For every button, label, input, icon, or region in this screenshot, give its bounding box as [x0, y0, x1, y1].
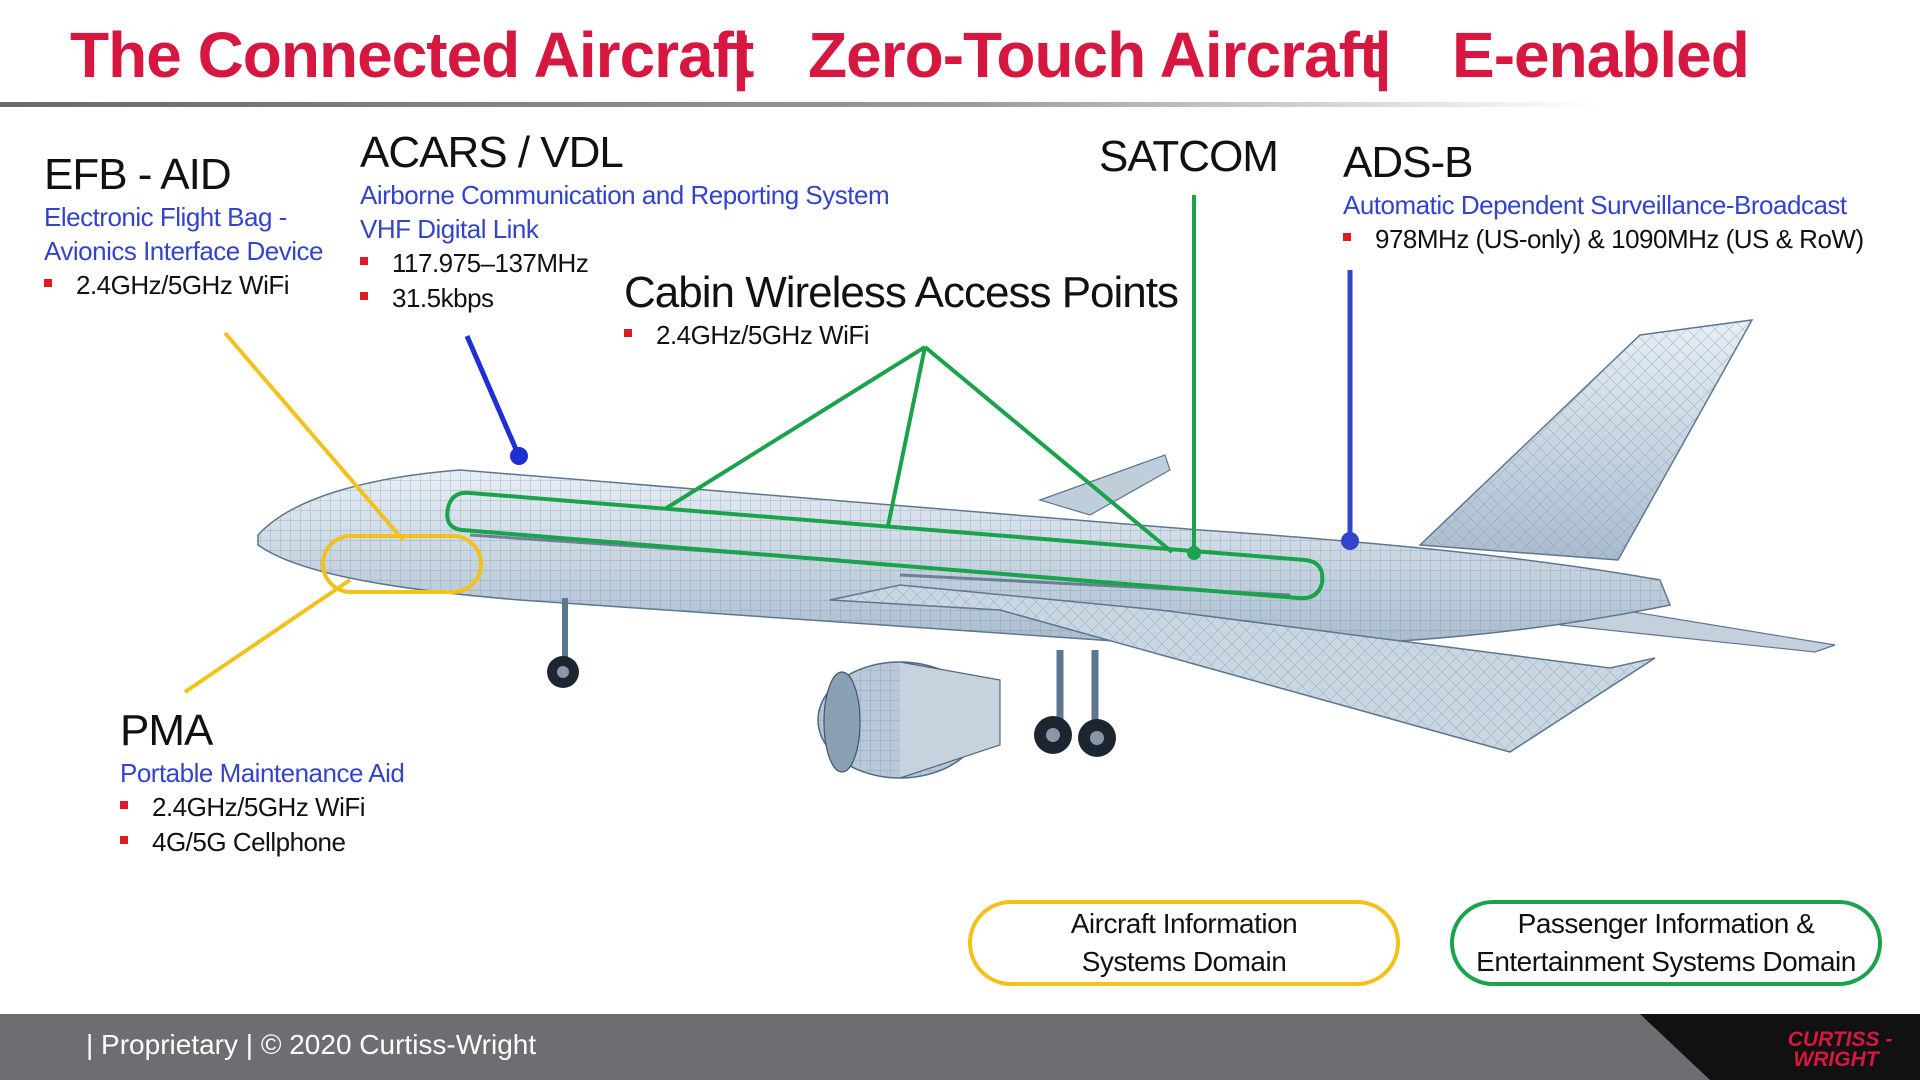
satcom-label: SATCOM: [1099, 132, 1279, 182]
bullet-text: 978MHz (US-only) & 1090MHz (US & RoW): [1375, 224, 1864, 254]
logo-line-1: CURTISS -: [1788, 1028, 1893, 1051]
cabin-wap-heading: Cabin Wireless Access Points: [624, 268, 1179, 317]
aircraft-diagram: [183, 195, 1836, 779]
bullet-text: 2.4GHz/5GHz WiFi: [76, 270, 290, 300]
far-wing: [1038, 454, 1171, 516]
pma-leader-line: [183, 578, 352, 694]
bullet-marker: [360, 292, 368, 301]
pma-bullet: 2.4GHz/5GHz WiFi: [120, 790, 404, 825]
title-bar: The Connected Aircraft | Zero-Touch Airc…: [0, 0, 1920, 104]
efb-aid-bullet: 2.4GHz/5GHz WiFi: [44, 268, 323, 303]
legend-text: Passenger Information &: [1517, 908, 1815, 939]
adsb-bullet: 978MHz (US-only) & 1090MHz (US & RoW): [1343, 222, 1864, 257]
title-connected-aircraft: The Connected Aircraft: [70, 19, 754, 91]
efb-aid-subtitle: Avionics Interface Device: [44, 236, 323, 266]
title-e-enabled: E-enabled: [1452, 19, 1750, 91]
efb-pma-callouts: [183, 331, 483, 694]
cockpit-highlight: [321, 534, 483, 594]
legend-text: Systems Domain: [1081, 946, 1287, 977]
satcom-heading: SATCOM: [1099, 132, 1279, 181]
title-separator: |: [732, 19, 750, 91]
legend-aircraft-information-domain: Aircraft Information Systems Domain: [968, 900, 1400, 986]
nose-landing-gear: [547, 598, 579, 688]
bullet-marker: [1343, 233, 1351, 242]
bullet-marker: [360, 257, 368, 266]
pma-bullet: 4G/5G Cellphone: [120, 825, 404, 860]
efb-aid-subtitle: Electronic Flight Bag -: [44, 202, 287, 232]
cabin-wap-callouts: [445, 345, 1325, 601]
bullet-marker: [624, 329, 632, 338]
title-underline: [0, 102, 1600, 107]
acars-vdl-label: ACARS / VDL Airborne Communication and R…: [360, 128, 890, 316]
acars-vdl-heading: ACARS / VDL: [360, 128, 624, 177]
bullet-text: 2.4GHz/5GHz WiFi: [152, 792, 366, 822]
adsb-heading: ADS-B: [1343, 138, 1473, 187]
adsb-subtitle: Automatic Dependent Surveillance-Broadca…: [1343, 190, 1847, 220]
bullet-marker: [44, 279, 52, 288]
acars-vdl-subtitle: Airborne Communication and Reporting Sys…: [360, 180, 890, 210]
cabin-wap-bullet: 2.4GHz/5GHz WiFi: [624, 318, 1178, 353]
title-separator: |: [1374, 19, 1392, 91]
bullet-text: 2.4GHz/5GHz WiFi: [656, 320, 870, 350]
bullet-text: 31.5kbps: [392, 283, 494, 313]
adsb-callout: [1341, 270, 1359, 550]
satcom-callout: [1187, 195, 1201, 560]
footer-text: | Proprietary | © 2020 Curtiss-Wright: [86, 1029, 537, 1060]
main-landing-gear: [1034, 650, 1116, 757]
acars-vdl-bullet: 117.975–137MHz: [360, 246, 889, 281]
efb-aid-heading: EFB - AID: [44, 150, 232, 199]
title-zero-touch-aircraft: Zero-Touch Aircraft: [808, 19, 1380, 91]
adsb-label: ADS-B Automatic Dependent Surveillance-B…: [1343, 138, 1864, 257]
legend-text: Entertainment Systems Domain: [1476, 946, 1856, 977]
cabin-wap-label: Cabin Wireless Access Points 2.4GHz/5GHz…: [624, 268, 1179, 353]
bullet-marker: [120, 836, 128, 845]
legend-passenger-entertainment-domain: Passenger Information & Entertainment Sy…: [1450, 900, 1882, 986]
acars-vdl-bullet: 31.5kbps: [360, 281, 889, 316]
bullet-text: 117.975–137MHz: [392, 248, 589, 278]
cabin-highlight: [445, 490, 1325, 601]
acars-callout: [464, 335, 528, 465]
bullet-text: 4G/5G Cellphone: [152, 827, 346, 857]
pma-heading: PMA: [120, 706, 213, 755]
aircraft-wireframe: [257, 319, 1836, 779]
efb-leader-line: [223, 331, 405, 542]
bullet-marker: [120, 801, 128, 810]
footer-bar: | Proprietary | © 2020 Curtiss-Wright CU…: [0, 1014, 1920, 1080]
efb-aid-label: EFB - AID Electronic Flight Bag - Avioni…: [44, 150, 323, 303]
legend-text: Aircraft Information: [1070, 908, 1298, 939]
acars-vdl-subtitle: VHF Digital Link: [360, 214, 539, 244]
pma-subtitle: Portable Maintenance Aid: [120, 758, 405, 788]
pma-label: PMA Portable Maintenance Aid 2.4GHz/5GHz…: [120, 706, 405, 860]
logo-line-2: WRIGHT: [1793, 1048, 1880, 1071]
curtiss-wright-logo: CURTISS - WRIGHT: [1640, 1014, 1920, 1080]
